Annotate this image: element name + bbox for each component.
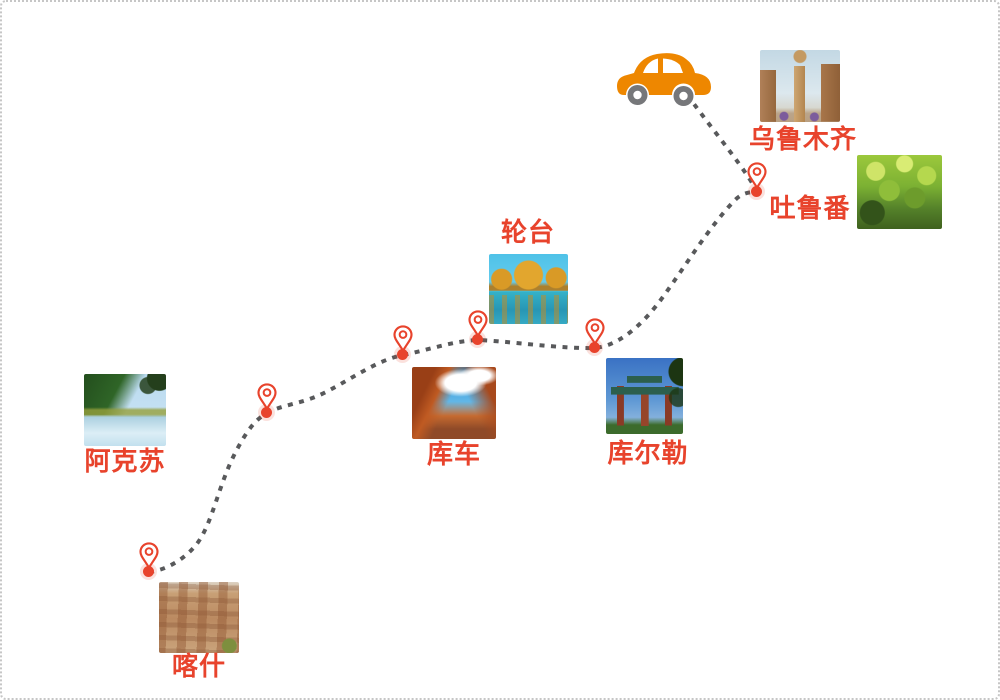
korla-photo [606,358,683,434]
kashgar-label: 喀什 [171,652,226,682]
location-pin-icon [257,383,277,410]
car-rear-window [663,58,683,73]
location-pin-icon [468,310,488,337]
location-pin-icon [393,325,413,352]
urumqi-label: 乌鲁木齐 [748,125,857,155]
turpan-label: 吐鲁番 [769,194,851,224]
kuqa-photo [412,367,496,439]
location-pin-icon [747,162,767,189]
kashgar-photo [159,582,239,653]
route-stop-dot [472,334,483,345]
location-pin-icon [585,318,605,345]
route-stop-dot [589,342,600,353]
route-stop-dot [143,566,154,577]
aksu-photo [84,374,166,446]
urumqi-photo [760,50,840,122]
car-front-window [643,58,658,73]
korla-label: 库尔勒 [607,439,689,469]
location-pin-icon [139,542,159,569]
luntai-label: 轮台 [500,218,555,248]
kuqa-label: 库车 [426,440,481,470]
route-stop-dot [261,407,272,418]
car-icon [617,53,711,106]
route-stop-dot [751,186,762,197]
luntai-photo [489,254,568,324]
turpan-photo [857,155,942,229]
route-stop-dot [397,349,408,360]
route-path [148,102,761,574]
aksu-label: 阿克苏 [84,447,166,477]
